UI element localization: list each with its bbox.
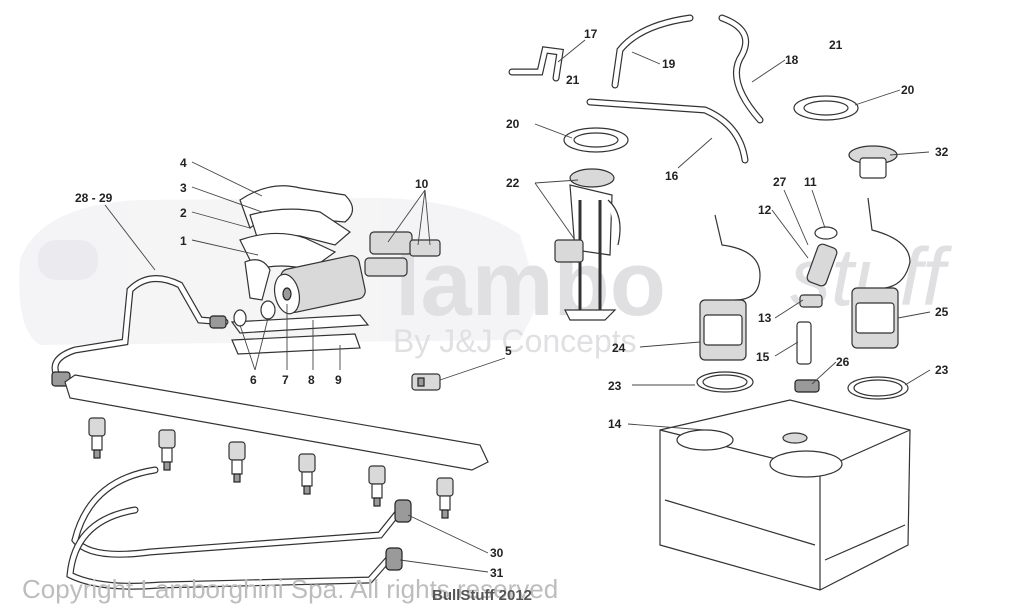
leader-lines [104, 39, 931, 573]
fuel-tank-14 [659, 399, 911, 591]
callout-labels: 4 3 2 1 28 - 29 10 6 7 8 9 5 30 31 17 21… [75, 27, 949, 580]
fuel-pump-24 [699, 214, 761, 361]
callout-17: 17 [584, 27, 598, 41]
callout-12: 12 [758, 203, 772, 217]
washer-6b [233, 309, 247, 327]
bracket-13 [799, 294, 823, 308]
injector [228, 441, 246, 483]
fuel-rail-with-injectors [64, 374, 489, 519]
hoses-30-31 [66, 466, 412, 590]
pump-cap-32 [848, 145, 898, 179]
callout-9: 9 [335, 373, 342, 387]
callout-7: 7 [282, 373, 289, 387]
callout-30: 30 [490, 546, 504, 560]
callout-14: 14 [608, 417, 622, 431]
bullstuff-stamp: BullStuff 2012 [432, 587, 532, 604]
washer-6a [260, 300, 276, 320]
callout-26: 26 [836, 355, 850, 369]
valve-26 [794, 379, 820, 393]
filter-15 [796, 321, 812, 365]
watermark-byline: By J&J Concepts [393, 323, 637, 359]
level-sender-assembly-22 [554, 127, 629, 321]
callout-4: 4 [180, 156, 187, 170]
injector [368, 465, 386, 507]
injector [88, 417, 106, 459]
fuel-rail [64, 374, 489, 471]
callout-5: 5 [505, 344, 512, 358]
injector [436, 477, 454, 519]
callout-1: 1 [180, 234, 187, 248]
callout-20a: 20 [506, 117, 520, 131]
callout-3: 3 [180, 181, 187, 195]
callout-25: 25 [935, 305, 949, 319]
injector [158, 429, 176, 471]
callout-10: 10 [415, 177, 429, 191]
callout-28-29: 28 - 29 [75, 191, 113, 205]
callout-32: 32 [935, 145, 949, 159]
clip-5 [411, 373, 441, 391]
callout-11: 11 [804, 175, 817, 189]
fuel-pump-25 [851, 197, 911, 349]
callout-21a: 21 [566, 73, 580, 87]
callout-18: 18 [785, 53, 799, 67]
callout-24: 24 [612, 341, 626, 355]
return-hoses-16-19 [508, 14, 764, 164]
fittings-10 [364, 231, 441, 277]
callout-16: 16 [665, 169, 679, 183]
callout-23a: 23 [608, 379, 622, 393]
injector [298, 453, 316, 495]
callout-23b: 23 [935, 363, 949, 377]
callout-13: 13 [758, 311, 772, 325]
callout-27: 27 [773, 175, 787, 189]
callout-31: 31 [490, 566, 504, 580]
clamp-1 [244, 259, 271, 301]
callout-19: 19 [662, 57, 676, 71]
strap-8 [230, 314, 370, 334]
callout-6: 6 [250, 373, 257, 387]
callout-8: 8 [308, 373, 315, 387]
callout-21b: 21 [829, 38, 843, 52]
fuel-filter-bracket-assembly [230, 185, 441, 391]
callout-22: 22 [506, 176, 520, 190]
callout-2: 2 [180, 206, 187, 220]
connector-12 [806, 243, 838, 287]
callout-20b: 20 [901, 83, 915, 97]
callout-15: 15 [756, 350, 770, 364]
seal-11 [814, 226, 838, 240]
jet-pump-parts [794, 226, 838, 393]
watermark-car-headlight [38, 240, 98, 280]
strap-9 [231, 333, 361, 355]
fuel-filter-7 [273, 255, 366, 315]
copyright-notice: Copyright Lamborghini Spa. All rights re… [22, 574, 558, 604]
